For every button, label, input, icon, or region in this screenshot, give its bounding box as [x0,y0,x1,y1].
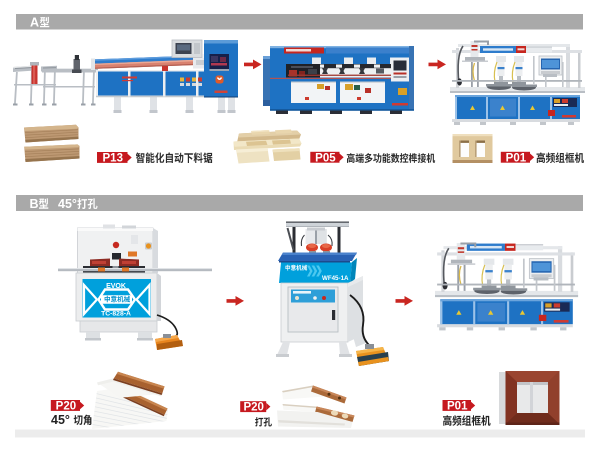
svg-text:P20: P20 [56,401,76,413]
svg-text:P01: P01 [506,152,527,164]
svg-text:WF45-1A: WF45-1A [322,275,349,282]
svg-text:A: A [30,16,39,30]
svg-text:B: B [30,197,39,211]
svg-text:TC-828-A: TC-828-A [101,311,131,318]
svg-text:P20: P20 [243,402,263,414]
svg-text:P05: P05 [315,152,336,164]
svg-text:EVOK: EVOK [106,283,126,290]
svg-text:45°: 45° [51,413,70,427]
svg-text:45°: 45° [58,197,77,211]
svg-text:P01: P01 [447,401,468,413]
svg-text:P13: P13 [103,153,123,165]
